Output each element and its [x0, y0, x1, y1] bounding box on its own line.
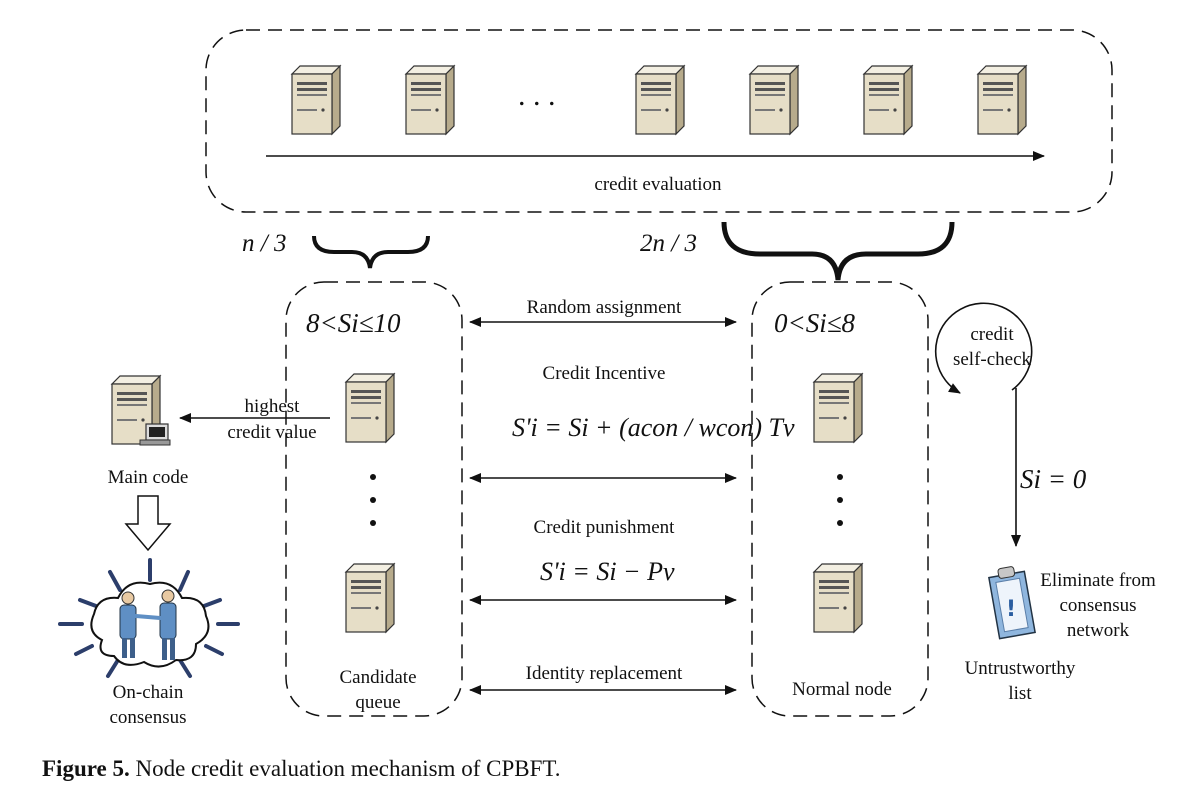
left-brace — [312, 235, 430, 269]
left-fraction: n / 3 — [242, 230, 286, 257]
server-icon — [813, 373, 863, 443]
onchain-label-1: On-chain — [113, 682, 184, 703]
credit-punishment-label: Credit punishment — [534, 517, 676, 538]
candidate-queue-group — [285, 281, 463, 717]
si-zero-label: Si = 0 — [1020, 464, 1087, 494]
server-icon — [635, 65, 685, 135]
credit-evaluation-label: credit evaluation — [594, 174, 722, 195]
main-code-label: Main code — [108, 467, 189, 488]
server-icon — [813, 563, 863, 633]
incentive-formula: S'i = Si + (acon / wcon) Tv — [512, 413, 795, 442]
ellipsis: . . . — [518, 79, 556, 112]
server-icon — [405, 65, 455, 135]
self-check-label-1: credit — [970, 324, 1014, 345]
highest-label: highest — [245, 396, 301, 417]
clipboard-warning-icon: ! — [988, 566, 1036, 640]
figure-caption-text: Node credit evaluation mechanism of CPBF… — [135, 756, 561, 781]
main-code-server-icon — [111, 375, 171, 446]
server-icon — [345, 373, 395, 443]
credit-evaluation-diagram: . . . credit evaluation n / 3 2n / 3 8<S… — [58, 29, 1156, 728]
normal-range: 0<Si≤8 — [774, 308, 856, 338]
figure-caption: Figure 5. Node credit evaluation mechani… — [42, 756, 560, 782]
right-fraction: 2n / 3 — [640, 230, 697, 257]
node-pool-group — [205, 29, 1113, 213]
candidate-range: 8<Si≤10 — [306, 308, 401, 338]
dot — [837, 520, 843, 526]
server-icon — [345, 563, 395, 633]
dot — [370, 474, 376, 480]
normal-node-label: Normal node — [792, 679, 892, 700]
server-icon — [977, 65, 1027, 135]
random-assignment-label: Random assignment — [527, 297, 682, 318]
punishment-formula: S'i = Si − Pv — [540, 557, 675, 586]
onchain-label-2: consensus — [109, 707, 186, 728]
untrustworthy-label-1: Untrustworthy — [965, 658, 1076, 679]
eliminate-label-2: consensus — [1059, 595, 1136, 616]
credit-incentive-label: Credit Incentive — [543, 363, 666, 384]
dot — [370, 497, 376, 503]
candidate-label-2: queue — [355, 692, 400, 713]
figure-number: Figure 5. — [42, 756, 130, 781]
self-check-label-2: self-check — [953, 349, 1032, 370]
credit-value-label: credit value — [227, 422, 316, 443]
untrustworthy-label-2: list — [1008, 683, 1032, 704]
normal-node-group — [751, 281, 929, 717]
candidate-label-1: Candidate — [339, 667, 416, 688]
eliminate-label-1: Eliminate from — [1040, 570, 1156, 591]
handshake-cloud-icon — [58, 558, 240, 678]
dot — [370, 520, 376, 526]
down-arrow-icon — [124, 495, 172, 552]
eliminate-label-3: network — [1067, 620, 1130, 641]
svg-text:!: ! — [1006, 597, 1016, 622]
dot — [837, 497, 843, 503]
dot — [837, 474, 843, 480]
self-check-loop — [934, 302, 1033, 394]
server-icon — [749, 65, 799, 135]
identity-replacement-label: Identity replacement — [526, 663, 683, 684]
right-brace — [721, 221, 955, 281]
server-icon — [863, 65, 913, 135]
server-icon — [291, 65, 341, 135]
